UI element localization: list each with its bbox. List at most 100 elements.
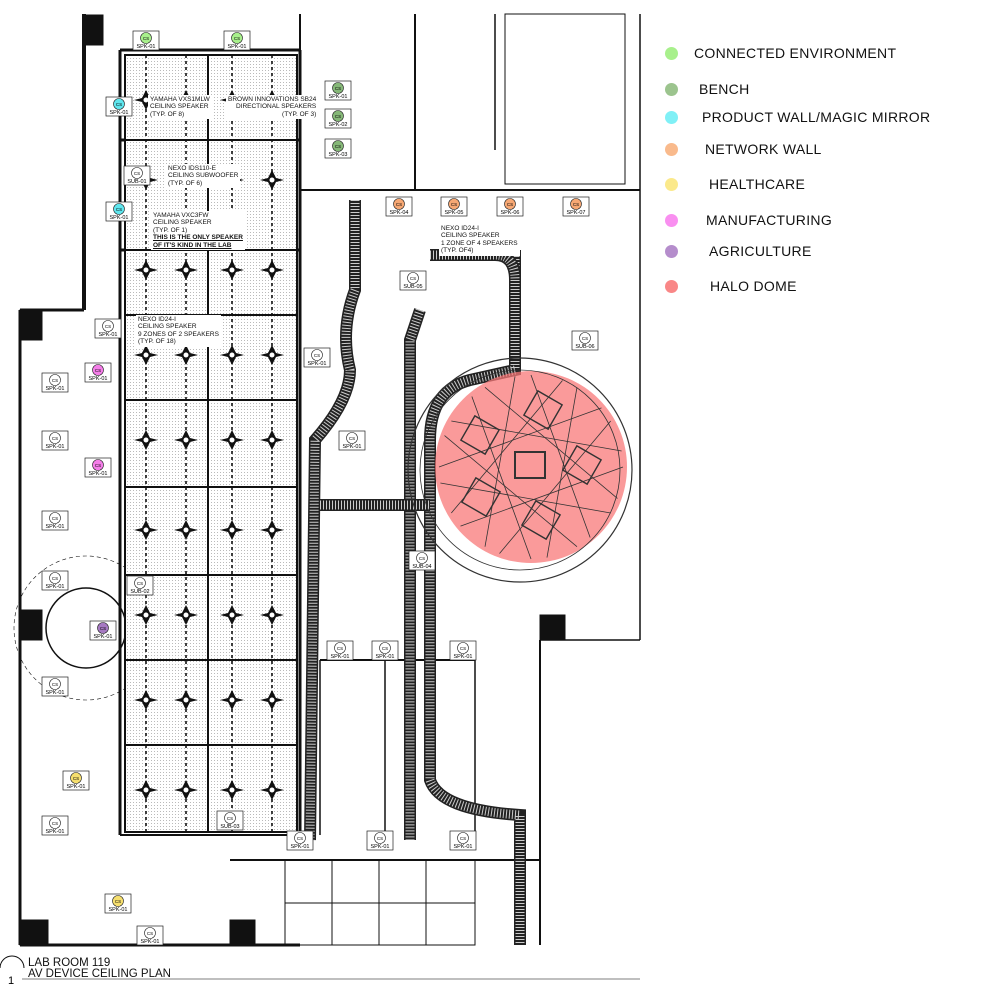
drawing-number-bubble: 1	[0, 955, 640, 985]
ceiling-speaker-center	[229, 787, 235, 793]
ceiling-tile-bay	[207, 314, 298, 401]
device-tag-label: SPK-01	[110, 110, 129, 116]
column	[539, 614, 566, 641]
device-code: CS	[314, 353, 320, 358]
drawing-title: LAB ROOM 119 AV DEVICE CEILING PLAN	[28, 957, 171, 980]
legend-item-bench: BENCH	[665, 81, 750, 97]
device-tag-label: SPK-03	[329, 152, 348, 158]
device-marker-icon	[457, 832, 469, 844]
device-tag-label: SPK-06	[501, 210, 520, 216]
device-tag-label: SPK-01	[343, 444, 362, 450]
ceiling-speaker-center	[143, 267, 149, 273]
device-code: CS	[95, 368, 101, 373]
device-tag-label: SPK-01	[99, 332, 118, 338]
device-tag-label: SPK-07	[567, 210, 586, 216]
duct	[304, 200, 361, 841]
device-code: CS	[116, 207, 122, 212]
device-marker-icon	[311, 349, 323, 361]
device-marker-icon	[504, 198, 516, 210]
device-tag: CS SPK-01	[94, 318, 122, 339]
device-code: CS	[115, 899, 121, 904]
ceiling-speaker-center	[143, 97, 149, 103]
ceiling-speaker-center	[183, 787, 189, 793]
device-code: CS	[573, 202, 579, 207]
device-tag-label: SPK-01	[46, 524, 65, 530]
drawing-title-room: LAB ROOM 119	[28, 957, 111, 969]
callout-nexo-id24-zones-9: NEXO ID24-I CEILING SPEAKER 9 ZONES OF 2…	[136, 315, 221, 347]
dome-truss	[451, 420, 622, 452]
dome-truss	[460, 466, 624, 527]
halo-dome-structure	[407, 357, 633, 583]
ceiling-speaker-center	[143, 352, 149, 358]
ceiling-tile-bay	[207, 659, 298, 746]
device-marker-icon	[407, 272, 419, 284]
device-marker-icon	[144, 927, 156, 939]
callout-yamaha-vxs: YAMAHA VXS1MLW CEILING SPEAKER (TYP. OF …	[148, 95, 212, 120]
dome-speaker-cluster	[459, 414, 501, 456]
device-marker-icon	[457, 642, 469, 654]
ceiling-speaker-center	[229, 352, 235, 358]
device-marker-icon	[49, 374, 61, 386]
ceiling-speaker-center	[269, 267, 275, 273]
legend-label: NETWORK WALL	[705, 141, 822, 157]
ceiling-speaker-center	[183, 437, 189, 443]
device-tag-label: SPK-05	[445, 210, 464, 216]
device-code: CS	[137, 581, 143, 586]
ceiling-speaker-center	[269, 437, 275, 443]
column	[82, 14, 104, 46]
device-tag-label: SPK-01	[371, 844, 390, 850]
device-marker-icon	[332, 140, 344, 152]
device-code: CS	[147, 931, 153, 936]
ceiling-tile-bay	[207, 574, 298, 661]
drawing-title-plan: AV DEVICE CEILING PLAN	[28, 968, 171, 980]
device-marker-icon	[231, 32, 243, 44]
ceiling-tile-bay	[207, 399, 298, 488]
ceiling-tile-bay	[207, 486, 298, 576]
ceiling-tile-bay	[124, 399, 209, 488]
callout-line: NEXO ID24-I	[138, 316, 176, 323]
duct	[404, 308, 426, 840]
column	[19, 309, 43, 341]
ceiling-speaker-center	[269, 787, 275, 793]
device-marker-icon	[224, 812, 236, 824]
device-tag-label: SPK-02	[329, 122, 348, 128]
callout-nexo-ids110: NEXO IDS110-E CEILING SUBWOOFER (TYP. OF…	[166, 164, 241, 189]
halo-dome-highlight	[435, 371, 627, 563]
legend-item-healthcare: HEALTHCARE	[665, 176, 805, 192]
device-marker-icon	[334, 642, 346, 654]
ceiling-speaker-center	[183, 527, 189, 533]
device-tag-label: SPK-01	[89, 471, 108, 477]
ceiling-speaker-center	[183, 697, 189, 703]
device-code: CS	[396, 202, 402, 207]
legend-swatch	[665, 177, 678, 191]
column	[229, 919, 256, 946]
device-marker-icon	[294, 832, 306, 844]
device-code: CS	[410, 276, 416, 281]
callout-line: 9 ZONES OF 2 SPEAKERS	[138, 330, 219, 338]
device-marker-icon	[49, 432, 61, 444]
device-marker-icon	[92, 459, 104, 471]
device-tag-label: SPK-01	[94, 634, 113, 640]
device-code: CS	[105, 324, 111, 329]
legend-item-connected-environment: CONNECTED ENVIRONMENT	[665, 45, 896, 61]
callout-line: (TYP. OF 6)	[168, 179, 203, 187]
ceiling-speaker-center	[269, 697, 275, 703]
device-marker-icon	[346, 432, 358, 444]
device-tag-label: SPK-01	[329, 94, 348, 100]
device-marker-icon	[49, 512, 61, 524]
ceiling-speaker-center	[183, 352, 189, 358]
callout-line: CEILING SPEAKER	[441, 232, 500, 240]
